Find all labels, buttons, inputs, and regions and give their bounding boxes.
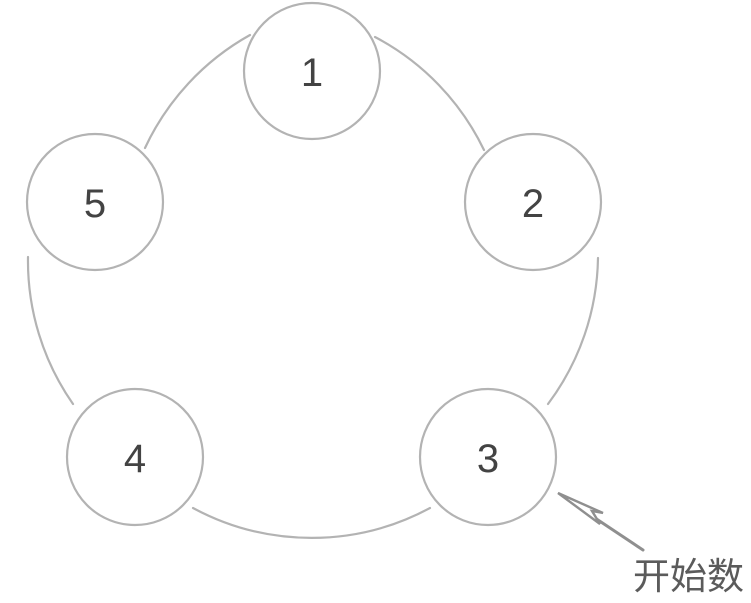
edge-group <box>26 33 600 539</box>
node-3[interactable]: 3 <box>418 387 558 527</box>
start-annotation <box>557 491 645 552</box>
edge-2-to-3 <box>546 256 600 406</box>
edge-4-to-5 <box>26 255 75 406</box>
node-1[interactable]: 1 <box>242 1 382 141</box>
node-4-circle[interactable] <box>65 387 205 527</box>
node-3-circle[interactable] <box>418 387 558 527</box>
annotation-arrow-shaft <box>590 514 645 552</box>
node-1-label: 1 <box>301 51 323 95</box>
node-4-label: 4 <box>124 437 146 481</box>
node-group: 1 2 3 4 5 <box>25 1 603 527</box>
node-5[interactable]: 5 <box>25 132 165 272</box>
node-2-circle[interactable] <box>463 132 603 272</box>
edge-1-to-2 <box>373 35 486 152</box>
edge-3-to-4 <box>191 506 432 539</box>
annotation-label: 开始数 <box>633 555 744 598</box>
annotation-arrow-head-icon <box>557 491 604 525</box>
node-5-circle[interactable] <box>25 132 165 272</box>
node-4[interactable]: 4 <box>65 387 205 527</box>
node-3-label: 3 <box>477 437 499 481</box>
node-5-label: 5 <box>84 182 106 226</box>
edge-5-to-1 <box>143 33 252 150</box>
node-1-circle[interactable] <box>242 1 382 141</box>
node-2[interactable]: 2 <box>463 132 603 272</box>
node-2-label: 2 <box>522 182 544 226</box>
